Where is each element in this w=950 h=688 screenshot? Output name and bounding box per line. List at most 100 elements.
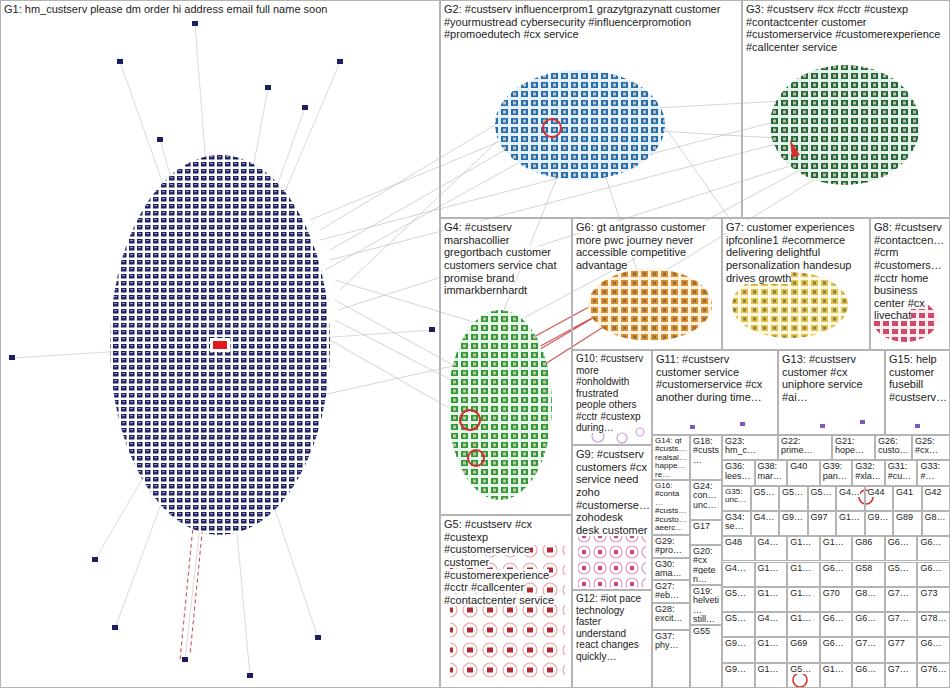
- group-box: G6…: [917, 637, 950, 662]
- group-label: G2: #custserv influencerprom1 grazytgraz…: [444, 3, 720, 40]
- group-label: G8…: [925, 512, 946, 522]
- group-label: G97: [811, 512, 828, 522]
- group-box: G37: phy…: [652, 630, 690, 688]
- group-label: G7…: [888, 613, 909, 623]
- group-label: G35: unc…: [725, 487, 746, 504]
- group-label: G6: gt antgrasso customer more pwc journ…: [576, 221, 706, 271]
- group-label: G12: #iot pace technology faster underst…: [576, 593, 641, 662]
- group-box: G11: #custserv customer service #custome…: [652, 350, 778, 435]
- group-box: G22: prime…: [778, 435, 832, 460]
- group-box: G29: #pro…: [652, 535, 690, 558]
- group-label: G1…: [790, 563, 811, 573]
- group-box: G12: #iot pace technology faster underst…: [572, 590, 652, 688]
- group-label: G26: custo…: [878, 436, 909, 455]
- group-box: G5…: [787, 663, 820, 688]
- group-label: G5…: [725, 588, 746, 598]
- group-label: G7…: [855, 638, 876, 648]
- group-box: G23: hm_c…: [722, 435, 778, 460]
- group-box: G8: #custserv #contactcen… #crm #custome…: [870, 218, 950, 350]
- group-box: G14: gt #custs… realsal… happe… re…: [652, 435, 690, 480]
- group-box: G7: customer experiences ipfconline1 #ec…: [722, 218, 870, 350]
- group-box: G97: [808, 511, 837, 536]
- group-box: G40: [787, 460, 820, 485]
- group-label: G27: #eb…: [655, 581, 679, 600]
- group-box: G4…: [751, 511, 780, 536]
- group-box: G19: helveti… still…: [690, 585, 722, 625]
- group-label: G23: hm_c…: [725, 436, 756, 455]
- group-label: G9…: [725, 664, 746, 674]
- group-label: G7…: [888, 588, 909, 598]
- group-box: G1…: [755, 562, 788, 587]
- group-label: G10: #custserv more #onholdwith frustrat…: [576, 353, 643, 433]
- group-box: G89: [893, 511, 922, 536]
- group-box: G18: #custs…: [690, 435, 722, 480]
- group-box: G1: hm_custserv please dm order hi addre…: [0, 0, 440, 688]
- group-box: G73: [917, 587, 950, 612]
- group-label: G8: #custserv #contactcen… #crm #custome…: [874, 221, 944, 321]
- group-label: G1…: [839, 512, 860, 522]
- group-label: G6…: [823, 638, 844, 648]
- group-label: G14: gt #custs… realsal… happe… re…: [655, 436, 687, 479]
- group-label: G4…: [725, 563, 746, 573]
- group-box: G15: help customer fusebill #custserv…: [885, 350, 950, 435]
- group-label: G5…: [790, 664, 811, 674]
- group-label: G13: #custserv customer #cx uniphore ser…: [782, 353, 863, 403]
- group-box: G1…: [787, 562, 820, 587]
- group-label: G9…: [782, 512, 803, 522]
- group-label: G5…: [754, 487, 775, 497]
- group-box: G24: con… unc…: [690, 480, 722, 520]
- group-box: G1…: [787, 612, 820, 637]
- group-box: G5…: [885, 562, 918, 587]
- group-box: G6…: [820, 562, 853, 587]
- group-box: G38: mar…: [755, 460, 788, 485]
- group-box: G6…: [917, 562, 950, 587]
- group-box: G4…: [755, 612, 788, 637]
- group-box: G9: #custserv customers #cx service need…: [572, 445, 652, 590]
- group-label: G9…: [725, 638, 746, 648]
- group-box: G30: ama…: [652, 558, 690, 580]
- group-label: G86: [855, 537, 872, 547]
- group-label: G44: [868, 487, 885, 497]
- group-label: G1…: [790, 588, 811, 598]
- group-label: G3: #custserv #cx #cctr #custexp #contac…: [746, 3, 940, 53]
- group-label: G4…: [754, 512, 775, 522]
- group-label: G28: excit…: [655, 604, 683, 623]
- group-box: G78…: [917, 612, 950, 637]
- group-label: G1…: [758, 664, 779, 674]
- group-box: G6…: [820, 612, 853, 637]
- group-box: G5: #custserv #cx #custexp #customerserv…: [440, 515, 572, 688]
- group-label: G5…: [888, 563, 909, 573]
- group-box: G9…: [779, 511, 808, 536]
- group-box: G8…: [852, 587, 885, 612]
- group-box: G55: [690, 625, 722, 688]
- group-label: G6…: [855, 613, 876, 623]
- group-box: G20: #cx #geten…: [690, 545, 722, 585]
- group-label: G6…: [855, 664, 876, 674]
- group-label: G76…: [920, 664, 946, 674]
- group-label: G21: hope…: [835, 436, 864, 455]
- group-box: G27: #eb…: [652, 580, 690, 603]
- group-label: G11: #custserv customer service #custome…: [656, 353, 762, 403]
- group-label: G8…: [855, 588, 876, 598]
- group-box: G4…: [755, 536, 788, 561]
- group-label: G6…: [920, 638, 941, 648]
- group-box: G4…: [836, 486, 865, 511]
- group-box: G7…: [852, 637, 885, 662]
- group-box: G48: [722, 536, 755, 561]
- group-box: G6…: [885, 536, 918, 561]
- group-label: G9…: [868, 512, 889, 522]
- group-box: G9…: [865, 511, 894, 536]
- group-label: G22: prime…: [781, 436, 813, 455]
- group-box: G1…: [755, 663, 788, 688]
- group-label: G55: [693, 626, 710, 636]
- group-label: G1…: [758, 588, 779, 598]
- group-label: G37: phy…: [655, 631, 679, 650]
- group-label: G18: #custs…: [693, 436, 719, 465]
- group-box: G76…: [917, 663, 950, 688]
- group-box: G1…: [787, 536, 820, 561]
- group-label: G17: [693, 521, 710, 531]
- group-box: G13: #custserv customer #cx uniphore ser…: [778, 350, 885, 435]
- group-label: G69: [790, 638, 807, 648]
- group-label: G6…: [823, 563, 844, 573]
- group-box: G77: [885, 637, 918, 662]
